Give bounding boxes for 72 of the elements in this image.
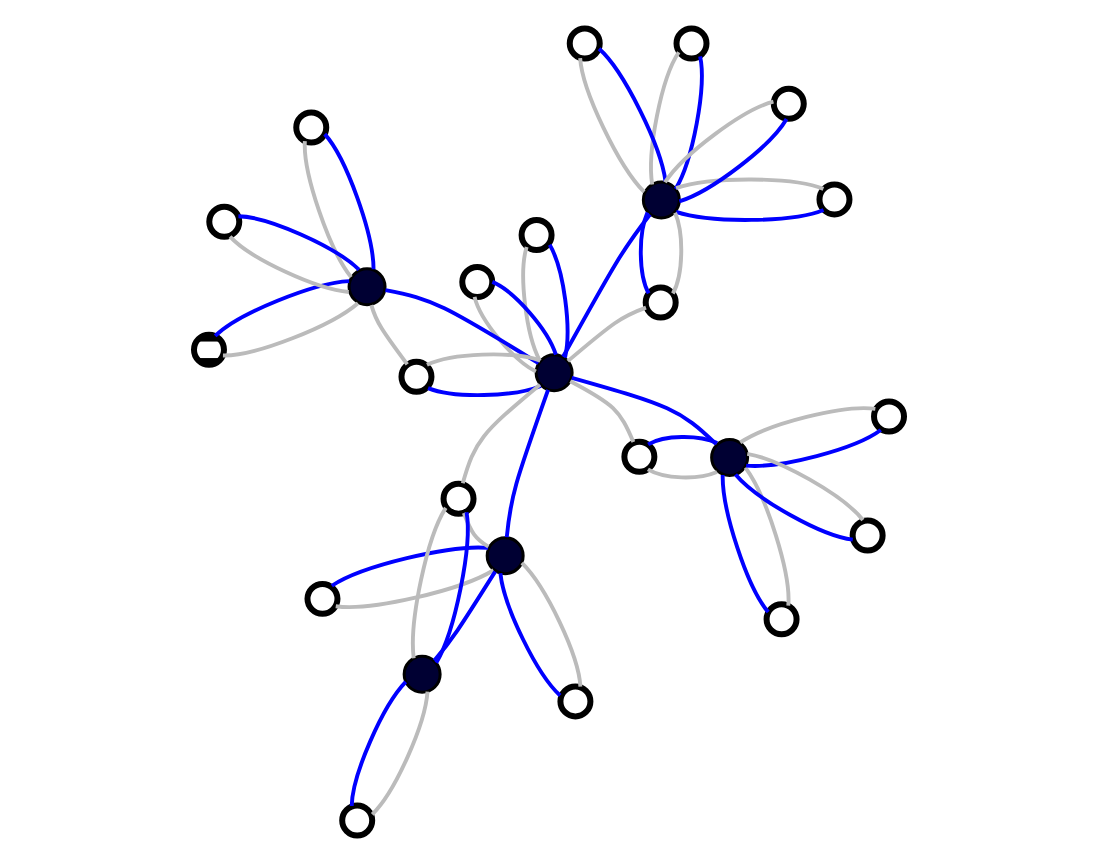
node-circle <box>620 438 657 475</box>
connector <box>670 212 683 295</box>
connector <box>637 211 650 295</box>
node-circle <box>815 181 852 218</box>
connector <box>368 304 408 366</box>
connector <box>520 246 541 362</box>
node-dot <box>533 353 573 393</box>
connector <box>733 473 853 542</box>
node-dot <box>346 267 386 307</box>
connector <box>471 296 536 374</box>
connector <box>742 466 790 606</box>
connector <box>459 383 541 484</box>
connector <box>662 99 774 184</box>
node-circle <box>672 25 709 62</box>
node-dot <box>401 654 441 694</box>
connector <box>322 132 375 270</box>
node-dot <box>484 536 524 576</box>
node-circle <box>848 517 885 554</box>
connector <box>596 47 667 182</box>
connector <box>719 474 769 614</box>
connector <box>672 56 703 190</box>
node-dot <box>709 438 749 477</box>
node-circle <box>556 683 593 720</box>
connector <box>433 512 469 664</box>
node-circle <box>303 580 340 617</box>
connector <box>301 141 352 279</box>
node-circle <box>565 25 602 62</box>
connector <box>221 301 359 358</box>
connector <box>410 506 447 659</box>
connector <box>431 570 496 662</box>
node-circle <box>338 802 375 839</box>
connector <box>646 435 717 447</box>
connector <box>646 467 717 480</box>
connector <box>565 305 646 363</box>
connector <box>519 561 582 687</box>
connector <box>497 572 561 697</box>
connector <box>461 512 489 549</box>
node-circle <box>205 203 242 240</box>
connector <box>546 243 569 358</box>
connector <box>745 451 864 522</box>
node-circle <box>769 85 806 122</box>
node-circle <box>762 601 799 638</box>
connector <box>503 389 549 538</box>
connector <box>490 280 557 356</box>
connector <box>348 680 407 807</box>
connector <box>745 428 881 468</box>
connector <box>568 379 635 443</box>
connector <box>674 208 824 222</box>
connector <box>384 288 539 365</box>
node-circle <box>458 264 495 301</box>
node-circle <box>397 358 434 395</box>
node-circle <box>292 109 329 146</box>
connector <box>577 57 645 194</box>
node-dot <box>640 180 680 220</box>
connector <box>648 51 680 185</box>
connector <box>677 117 788 204</box>
connector <box>425 352 540 367</box>
node-circle <box>517 217 554 253</box>
node-circle <box>641 284 678 321</box>
connector <box>212 279 349 338</box>
connector <box>674 177 824 191</box>
node-circle <box>870 398 906 435</box>
connector <box>369 691 429 816</box>
node-circle <box>439 480 476 517</box>
connector <box>560 213 651 358</box>
connector <box>237 214 360 272</box>
connector <box>334 568 494 609</box>
connector <box>570 375 717 446</box>
connector <box>426 384 541 397</box>
connector <box>329 545 488 588</box>
connector <box>738 406 875 445</box>
connector <box>227 235 349 294</box>
